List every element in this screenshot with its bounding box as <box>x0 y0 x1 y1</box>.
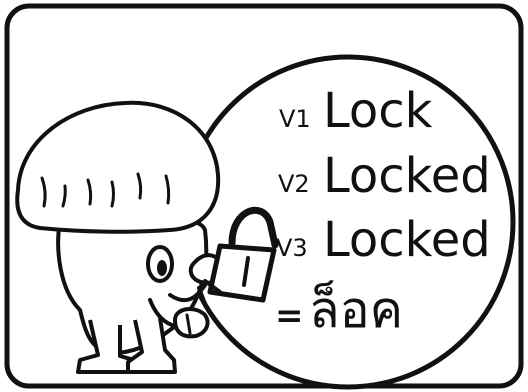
v1-word: Lock <box>323 83 433 139</box>
v2-label: V2 <box>278 170 310 198</box>
v2-word: Locked <box>323 148 491 204</box>
v3-label: V3 <box>276 234 308 262</box>
v1-label: V1 <box>279 105 311 133</box>
equals-sign: = <box>275 296 304 336</box>
thai-translation: ล็อค <box>309 280 403 339</box>
mushroom-character-icon <box>15 100 224 374</box>
v3-word: Locked <box>323 212 491 268</box>
padlock-icon <box>197 206 279 306</box>
